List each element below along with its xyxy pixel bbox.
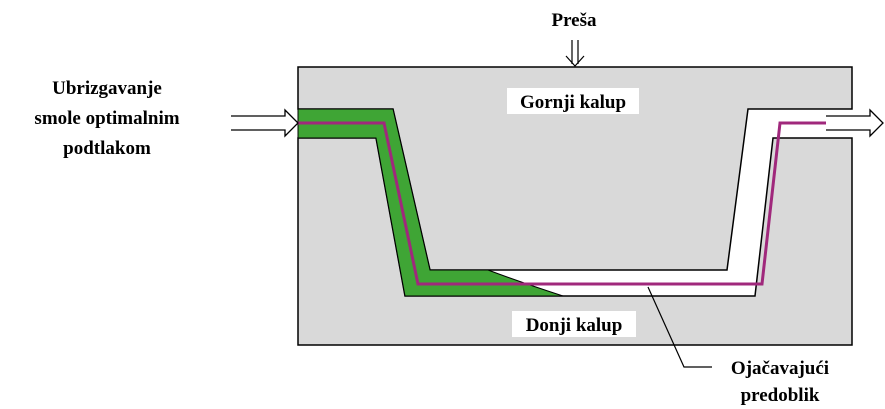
injection-label-line3: podtlakom (63, 138, 151, 159)
preform-leader-line (647, 286, 712, 368)
upper-mold-label: Gornji kalup (520, 92, 626, 113)
upper-mold-label-bg (507, 88, 639, 114)
lower-mold-label: Donji kalup (526, 315, 623, 336)
injection-label-line2: smole optimalnim (34, 108, 179, 129)
reinforcing-preform (298, 121, 852, 286)
vacuum-outlet-arrow (826, 108, 884, 138)
preform-label-line2: predoblik (741, 385, 820, 406)
injection-inlet-arrow (231, 108, 299, 138)
press-label: Preša (551, 10, 597, 31)
lower-mold-label-bg (512, 311, 636, 337)
injection-label-line1: Ubrizgavanje (52, 78, 162, 99)
preform-label-line1: Ojačavajući (731, 358, 829, 379)
press-arrow-icon (565, 40, 585, 67)
